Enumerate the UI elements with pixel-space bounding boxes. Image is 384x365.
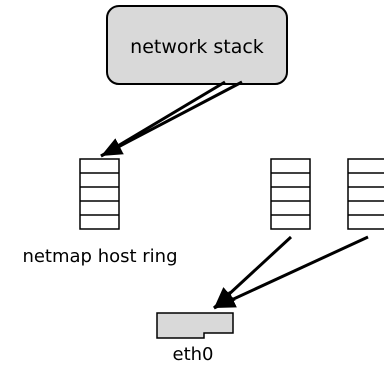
arrow-stack-to-host-2 bbox=[100, 80, 243, 158]
eth0-node: eth0 bbox=[156, 312, 234, 365]
rings-to-nic-arrows bbox=[212, 235, 369, 310]
network-stack-node: network stack bbox=[106, 5, 288, 85]
network-stack-label: network stack bbox=[130, 36, 264, 58]
host-ring-stack bbox=[79, 158, 120, 230]
arrow-ring2-to-eth0 bbox=[213, 235, 369, 310]
stack-to-host-arrows bbox=[100, 80, 243, 158]
arrow-ring1-to-eth0 bbox=[212, 235, 293, 310]
nic-ring-2 bbox=[347, 158, 384, 230]
network-stack-box bbox=[106, 5, 288, 85]
nic-ring-1 bbox=[270, 158, 311, 230]
nic-ring-2-stack bbox=[347, 158, 384, 230]
host-ring: netmap host ring bbox=[22, 158, 178, 267]
nic-card-shape bbox=[156, 312, 234, 339]
nic-ring-1-stack bbox=[270, 158, 311, 230]
host-ring-label: netmap host ring bbox=[22, 246, 177, 267]
eth0-label: eth0 bbox=[173, 344, 214, 365]
